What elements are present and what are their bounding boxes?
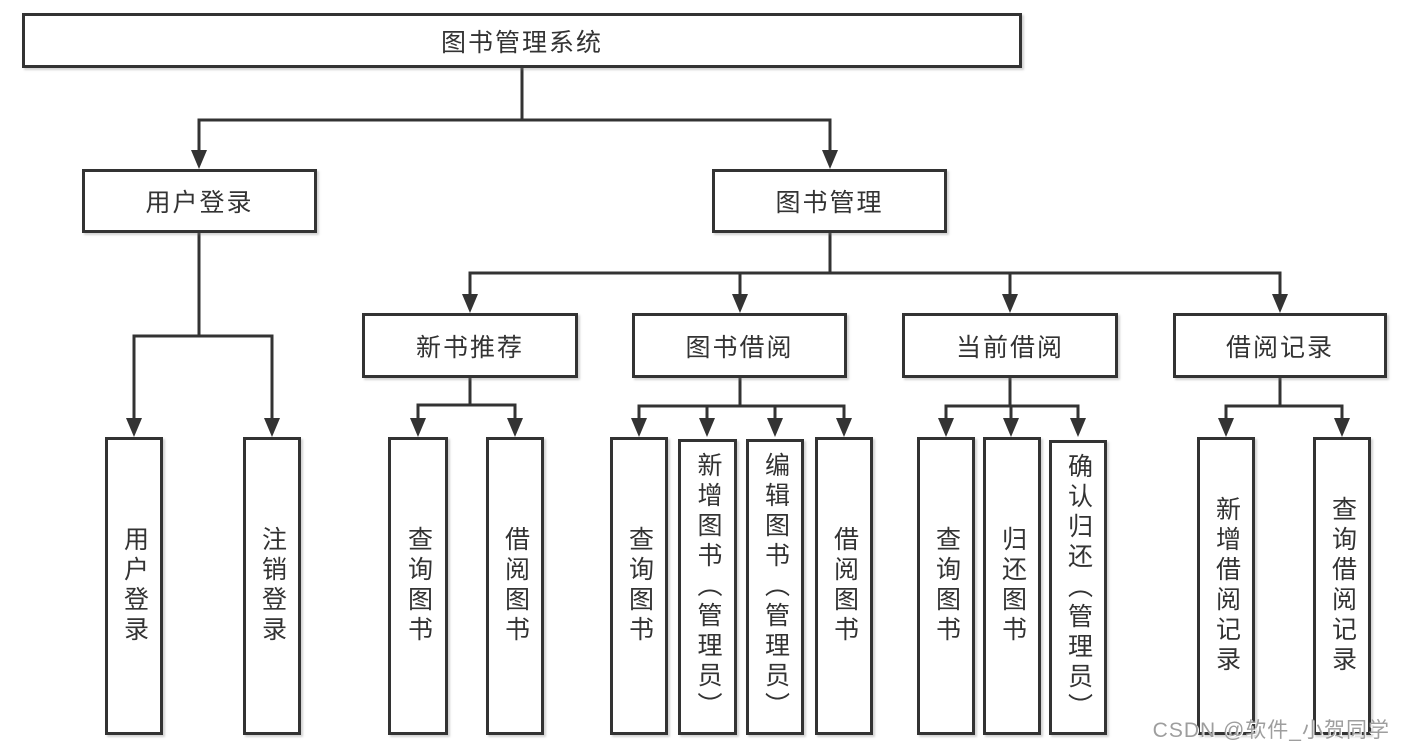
leaf-current-confirm-admin: 确认归还（管理员）: [1049, 440, 1107, 735]
node-borrow-records: 借阅记录: [1173, 313, 1387, 378]
leaf-current-query: 查询图书: [917, 437, 975, 735]
watermark: CSDN @软件_小贺同学: [1152, 719, 1390, 742]
node-user-login: 用户登录: [82, 169, 317, 233]
node-root: 图书管理系统: [22, 13, 1022, 68]
leaf-current-return: 归还图书: [983, 437, 1041, 735]
leaf-records-query-label: 查询借阅记录: [1328, 496, 1357, 676]
node-root-label: 图书管理系统: [440, 28, 603, 57]
leaf-user-login-label: 用户登录: [120, 526, 149, 646]
leaf-user-login: 用户登录: [105, 437, 163, 735]
leaf-borrow-add-admin: 新增图书（管理员）: [678, 439, 737, 735]
node-book-borrowing: 图书借阅: [632, 313, 847, 378]
leaf-newbooks-query-label: 查询图书: [404, 526, 433, 646]
leaf-borrow-edit-admin-label: 编辑图书（管理员）: [761, 452, 790, 722]
node-current-borrowing-label: 当前借阅: [955, 333, 1064, 362]
node-book-management: 图书管理: [712, 169, 947, 233]
leaf-records-query: 查询借阅记录: [1313, 437, 1371, 735]
node-book-management-label: 图书管理: [775, 189, 884, 217]
leaf-logout-label: 注销登录: [258, 526, 287, 646]
leaf-current-query-label: 查询图书: [932, 526, 961, 646]
node-borrow-records-label: 借阅记录: [1225, 333, 1334, 362]
leaf-newbooks-borrow-label: 借阅图书: [501, 526, 530, 646]
leaf-borrow-add-admin-label: 新增图书（管理员）: [694, 452, 722, 722]
leaf-current-return-label: 归还图书: [998, 526, 1027, 646]
leaf-borrow-borrow: 借阅图书: [815, 437, 873, 735]
node-new-book-recommend-label: 新书推荐: [415, 333, 524, 362]
leaf-newbooks-borrow: 借阅图书: [486, 437, 544, 735]
leaf-newbooks-query: 查询图书: [388, 437, 448, 735]
leaf-records-add: 新增借阅记录: [1197, 437, 1255, 735]
leaf-borrow-edit-admin: 编辑图书（管理员）: [746, 439, 804, 735]
leaf-borrow-borrow-label: 借阅图书: [830, 526, 859, 646]
node-user-login-label: 用户登录: [145, 189, 254, 217]
node-book-borrowing-label: 图书借阅: [685, 333, 794, 362]
leaf-logout: 注销登录: [243, 437, 301, 735]
leaf-records-add-label: 新增借阅记录: [1212, 496, 1241, 676]
leaf-borrow-query-label: 查询图书: [625, 526, 654, 646]
leaf-current-confirm-admin-label: 确认归还（管理员）: [1064, 452, 1093, 723]
node-current-borrowing: 当前借阅: [902, 313, 1118, 378]
node-new-book-recommend: 新书推荐: [362, 313, 578, 378]
leaf-borrow-query: 查询图书: [610, 437, 668, 735]
